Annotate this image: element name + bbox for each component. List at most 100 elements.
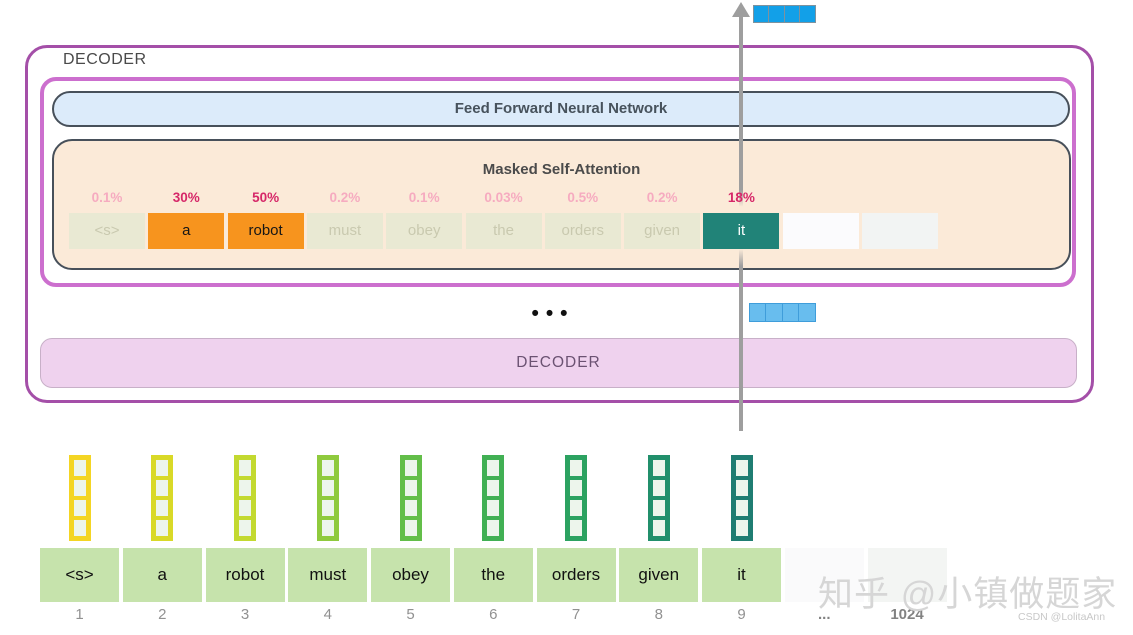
watermark-csdn: CSDN @LolitaAnn <box>1018 611 1106 623</box>
attention-token-cell: given <box>624 213 701 249</box>
input-token-cell-empty <box>784 548 864 602</box>
embedding-cell <box>321 480 334 496</box>
vector-cell <box>752 5 770 23</box>
attention-weight-label: 30% <box>172 190 200 205</box>
position-number: 6 <box>489 606 498 623</box>
feed-forward-block: Feed Forward Neural Network <box>52 91 1070 127</box>
position-number: 9 <box>737 606 746 623</box>
vector-cell <box>799 5 816 23</box>
position-ellipsis: ... <box>817 606 831 623</box>
attention-weight-label: 0.2% <box>329 190 361 205</box>
position-number: 7 <box>571 606 581 623</box>
embedding-cell <box>239 480 251 496</box>
position-number: 8 <box>654 606 663 623</box>
attention-weight-label: 0.03% <box>484 190 523 205</box>
attention-weight-label: 0.5% <box>567 190 599 205</box>
decoder-stack-label: DECODER <box>63 51 147 68</box>
attention-token-cell: must <box>306 213 383 249</box>
embedding-cell <box>570 500 582 516</box>
embedding-cell <box>156 520 169 536</box>
embedding-cell <box>487 460 500 476</box>
position-number: 3 <box>240 606 250 623</box>
embedding-cell <box>73 480 86 496</box>
embedding-cell <box>239 520 251 536</box>
embedding-cell <box>735 520 748 536</box>
embedding-cell <box>404 460 417 476</box>
attention-weight-label: 50% <box>252 190 280 205</box>
vector-cell <box>768 5 785 23</box>
embedding-cell <box>735 460 748 476</box>
embedding-vector <box>234 455 256 541</box>
vector-cell <box>748 303 767 322</box>
embedding-vector <box>68 455 91 541</box>
embedding-cell <box>239 460 251 476</box>
embedding-cell <box>404 520 417 536</box>
input-token-cell: robot <box>205 548 285 602</box>
embedding-cell <box>321 500 334 516</box>
embedding-cell <box>73 460 86 476</box>
embedding-vector <box>565 455 587 541</box>
attention-token-cell: it <box>703 213 780 249</box>
embedding-vector <box>151 455 174 541</box>
embedding-cell <box>570 460 582 476</box>
embedding-cell <box>487 500 500 516</box>
embedding-cell <box>652 480 665 496</box>
embedding-cell <box>487 480 500 496</box>
input-token-cell: the <box>453 548 533 602</box>
embedding-cell <box>652 520 665 536</box>
embedding-cell <box>321 460 334 476</box>
input-token-cell-empty <box>867 548 947 602</box>
embedding-cell <box>735 500 748 516</box>
attention-token-cell: obey <box>386 213 463 249</box>
attention-token-cell <box>862 213 938 249</box>
output-vector <box>752 5 816 23</box>
input-token-cell: given <box>619 548 699 602</box>
attention-weight-label: 0.1% <box>91 190 123 205</box>
input-token-cell: orders <box>536 548 616 602</box>
attention-token-cell <box>782 213 859 249</box>
embedding-cell <box>487 520 500 536</box>
masked-self-attention-title: Masked Self-Attention <box>482 161 641 178</box>
input-token-cell: <s> <box>40 548 119 602</box>
embedding-cell <box>735 480 748 496</box>
decoder-bottom-block: DECODER <box>40 338 1077 388</box>
position-number: 5 <box>406 606 415 623</box>
stack-ellipsis: ••• <box>531 302 575 325</box>
embedding-vector <box>482 455 505 541</box>
position-number: 4 <box>323 606 332 623</box>
embedding-cell <box>570 480 582 496</box>
embedding-vector <box>730 455 753 541</box>
embedding-cell <box>404 500 417 516</box>
input-token-cell: must <box>288 548 368 602</box>
decoder-stack-box <box>25 45 1094 403</box>
attention-weight-label: 0.2% <box>646 190 678 205</box>
hidden-state-vector <box>748 303 816 322</box>
vector-cell <box>798 303 816 322</box>
embedding-cell <box>239 500 251 516</box>
embedding-cell <box>73 500 86 516</box>
attention-token-cell: <s> <box>69 213 145 249</box>
embedding-cell <box>156 480 169 496</box>
vector-cell <box>781 303 800 322</box>
position-number: 1 <box>75 606 84 623</box>
attention-token-cell: a <box>148 213 225 249</box>
attention-weight-label: 0.1% <box>408 190 440 205</box>
embedding-cell <box>321 520 334 536</box>
position-max: 1024 <box>890 606 924 623</box>
vector-cell <box>765 303 783 322</box>
embedding-cell <box>652 460 665 476</box>
attention-token-cell: orders <box>544 213 621 249</box>
output-arrow-head-icon <box>732 2 750 17</box>
attention-token-cell: the <box>465 213 542 249</box>
embedding-cell <box>404 480 417 496</box>
input-token-cell: obey <box>371 548 450 602</box>
embedding-cell <box>156 460 169 476</box>
embedding-vector <box>316 455 339 541</box>
attention-weight-label: 18% <box>727 190 755 205</box>
embedding-vector <box>399 455 422 541</box>
input-token-cell: it <box>702 548 781 602</box>
vector-cell <box>783 5 801 23</box>
embedding-cell <box>156 500 169 516</box>
embedding-cell <box>570 520 582 536</box>
